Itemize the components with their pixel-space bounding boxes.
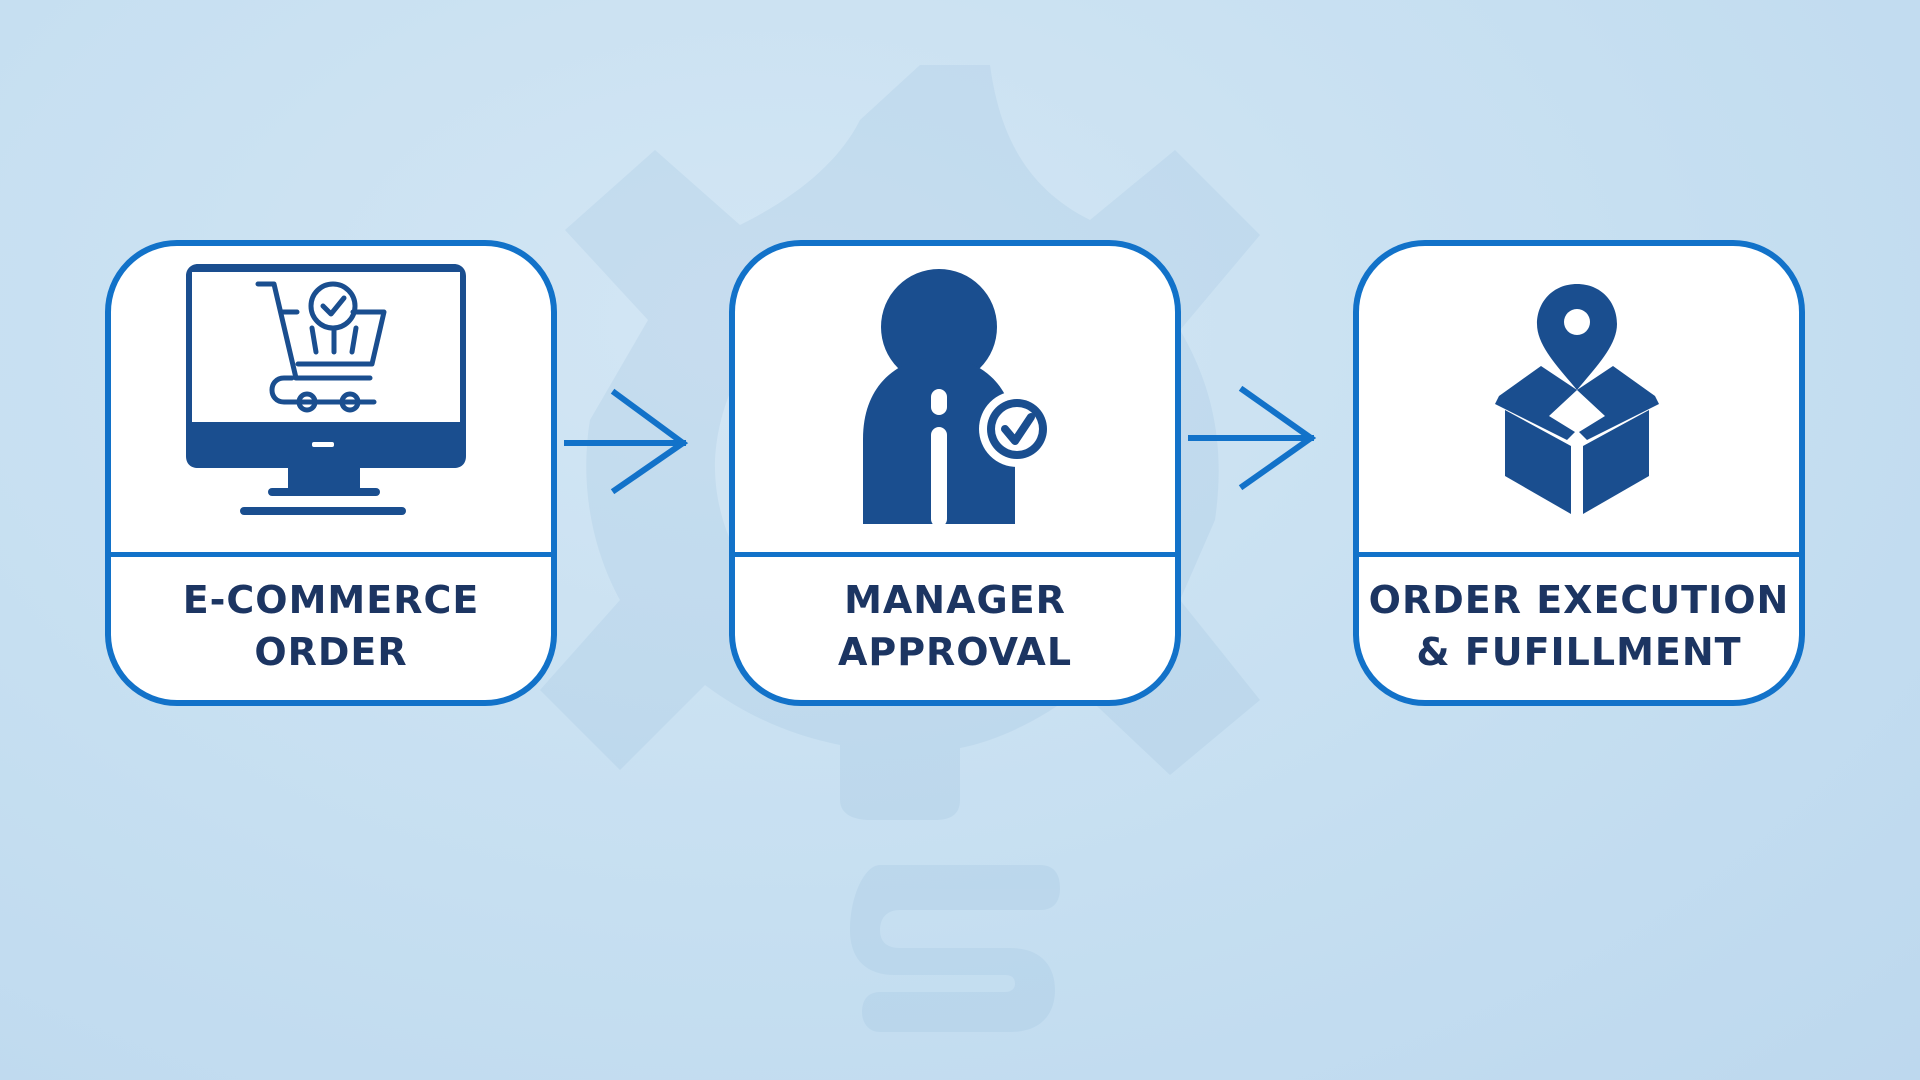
step-label-line: MANAGER xyxy=(844,577,1066,622)
person-approval-icon xyxy=(863,269,1055,527)
step-divider xyxy=(1359,552,1799,557)
step-icon-area xyxy=(735,246,1175,552)
step-divider xyxy=(111,552,551,557)
step-card-ecommerce-order: E-COMMERCE ORDER xyxy=(105,240,557,706)
step-card-manager-approval: MANAGER APPROVAL xyxy=(729,240,1181,706)
step-label: ORDER EXECUTION & FUFILLMENT xyxy=(1359,557,1799,700)
arrow-right-icon xyxy=(1188,385,1317,491)
arrow-right-icon xyxy=(564,388,689,495)
step-label-line: ORDER xyxy=(254,629,408,674)
step-icon-area xyxy=(111,246,551,552)
step-divider xyxy=(735,552,1175,557)
step-label-line: APPROVAL xyxy=(837,629,1073,674)
step-label-line: & FUFILLMENT xyxy=(1416,629,1742,674)
step-label-line: E-COMMERCE xyxy=(182,577,480,622)
computer-shopping-cart-icon xyxy=(186,264,466,515)
package-location-pin-icon xyxy=(1495,284,1659,514)
step-label-line: ORDER EXECUTION xyxy=(1368,577,1790,622)
step-card-order-execution: ORDER EXECUTION & FUFILLMENT xyxy=(1353,240,1805,706)
step-label: E-COMMERCE ORDER xyxy=(111,557,551,700)
step-label: MANAGER APPROVAL xyxy=(735,557,1175,700)
step-icon-area xyxy=(1359,246,1799,552)
